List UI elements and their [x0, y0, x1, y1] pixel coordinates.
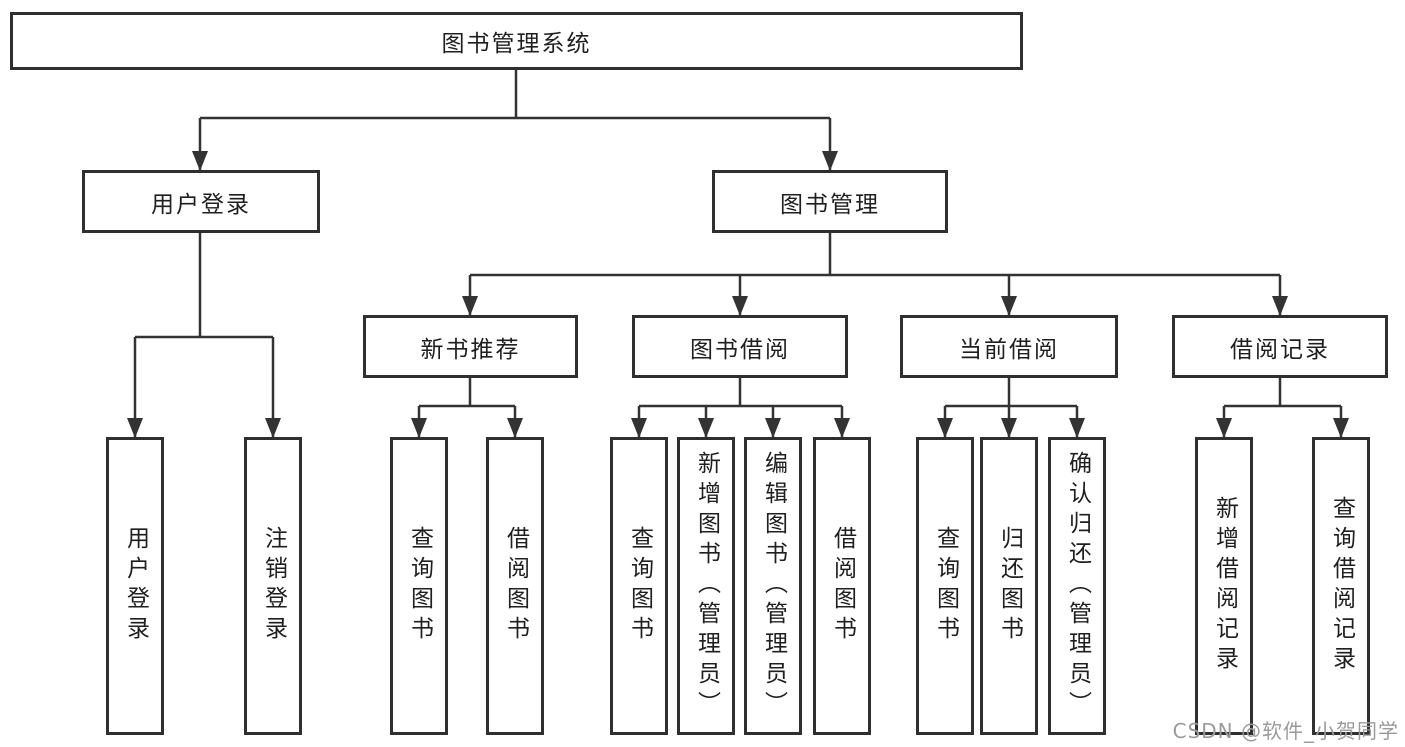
watermark: CSDN @软件_小贺同学 [1172, 719, 1399, 743]
leaf-recommend-query-books: 查询图书 [390, 437, 448, 735]
node-current-borrow-label: 当前借阅 [959, 336, 1059, 363]
node-book-borrow-label: 图书借阅 [690, 336, 790, 363]
node-new-book-recommend: 新书推荐 [363, 315, 578, 378]
leaf-add-book-admin: 新增图书（管理员） [677, 437, 735, 735]
leaf-borrow-books-label: 借阅图书 [829, 526, 856, 646]
node-borrow-records: 借阅记录 [1172, 315, 1388, 378]
leaf-return-books-label: 归还图书 [996, 526, 1023, 646]
node-root: 图书管理系统 [10, 12, 1023, 70]
leaf-user-login-label: 用户登录 [122, 526, 149, 646]
leaf-current-query-books: 查询图书 [916, 437, 974, 735]
leaf-borrow-query-books: 查询图书 [610, 437, 668, 735]
leaf-edit-book-admin: 编辑图书（管理员） [744, 437, 802, 735]
leaf-query-borrow-record-label: 查询借阅记录 [1328, 496, 1355, 676]
node-user-login-label: 用户登录 [151, 191, 251, 218]
node-book-borrow: 图书借阅 [632, 315, 848, 378]
leaf-borrow-books: 借阅图书 [813, 437, 871, 735]
leaf-query-borrow-record: 查询借阅记录 [1312, 437, 1370, 735]
node-current-borrow: 当前借阅 [900, 315, 1118, 378]
node-book-management: 图书管理 [712, 170, 948, 233]
leaf-add-book-admin-label: 新增图书（管理员） [693, 451, 720, 721]
edges-current-borrow [937, 378, 1085, 438]
leaf-recommend-borrow-books: 借阅图书 [486, 437, 544, 735]
leaf-confirm-return-admin-label: 确认归还（管理员） [1064, 451, 1091, 721]
edges-root-to-level2 [192, 70, 838, 171]
edges-book-borrow [631, 378, 850, 438]
node-borrow-records-label: 借阅记录 [1230, 336, 1330, 363]
leaf-recommend-borrow-books-label: 借阅图书 [502, 526, 529, 646]
node-user-login: 用户登录 [82, 170, 320, 233]
leaf-logout: 注销登录 [244, 437, 302, 735]
edges-borrow-records [1216, 378, 1349, 438]
node-book-management-label: 图书管理 [780, 191, 880, 218]
edges-user-login-branch [127, 233, 281, 438]
leaf-return-books: 归还图书 [980, 437, 1038, 735]
node-root-label: 图书管理系统 [441, 31, 592, 57]
edges-book-management-branch [462, 233, 1288, 316]
node-new-book-recommend-label: 新书推荐 [420, 336, 521, 363]
leaf-recommend-query-books-label: 查询图书 [406, 526, 433, 646]
leaf-user-login: 用户登录 [106, 437, 164, 735]
leaf-add-borrow-record-label: 新增借阅记录 [1211, 496, 1238, 676]
leaf-logout-label: 注销登录 [260, 526, 287, 646]
leaf-edit-book-admin-label: 编辑图书（管理员） [760, 451, 787, 721]
edges-new-book-recommend [411, 378, 523, 438]
leaf-borrow-query-books-label: 查询图书 [626, 526, 653, 646]
leaf-confirm-return-admin: 确认归还（管理员） [1048, 437, 1106, 735]
leaf-current-query-books-label: 查询图书 [932, 526, 959, 646]
leaf-add-borrow-record: 新增借阅记录 [1195, 437, 1253, 735]
